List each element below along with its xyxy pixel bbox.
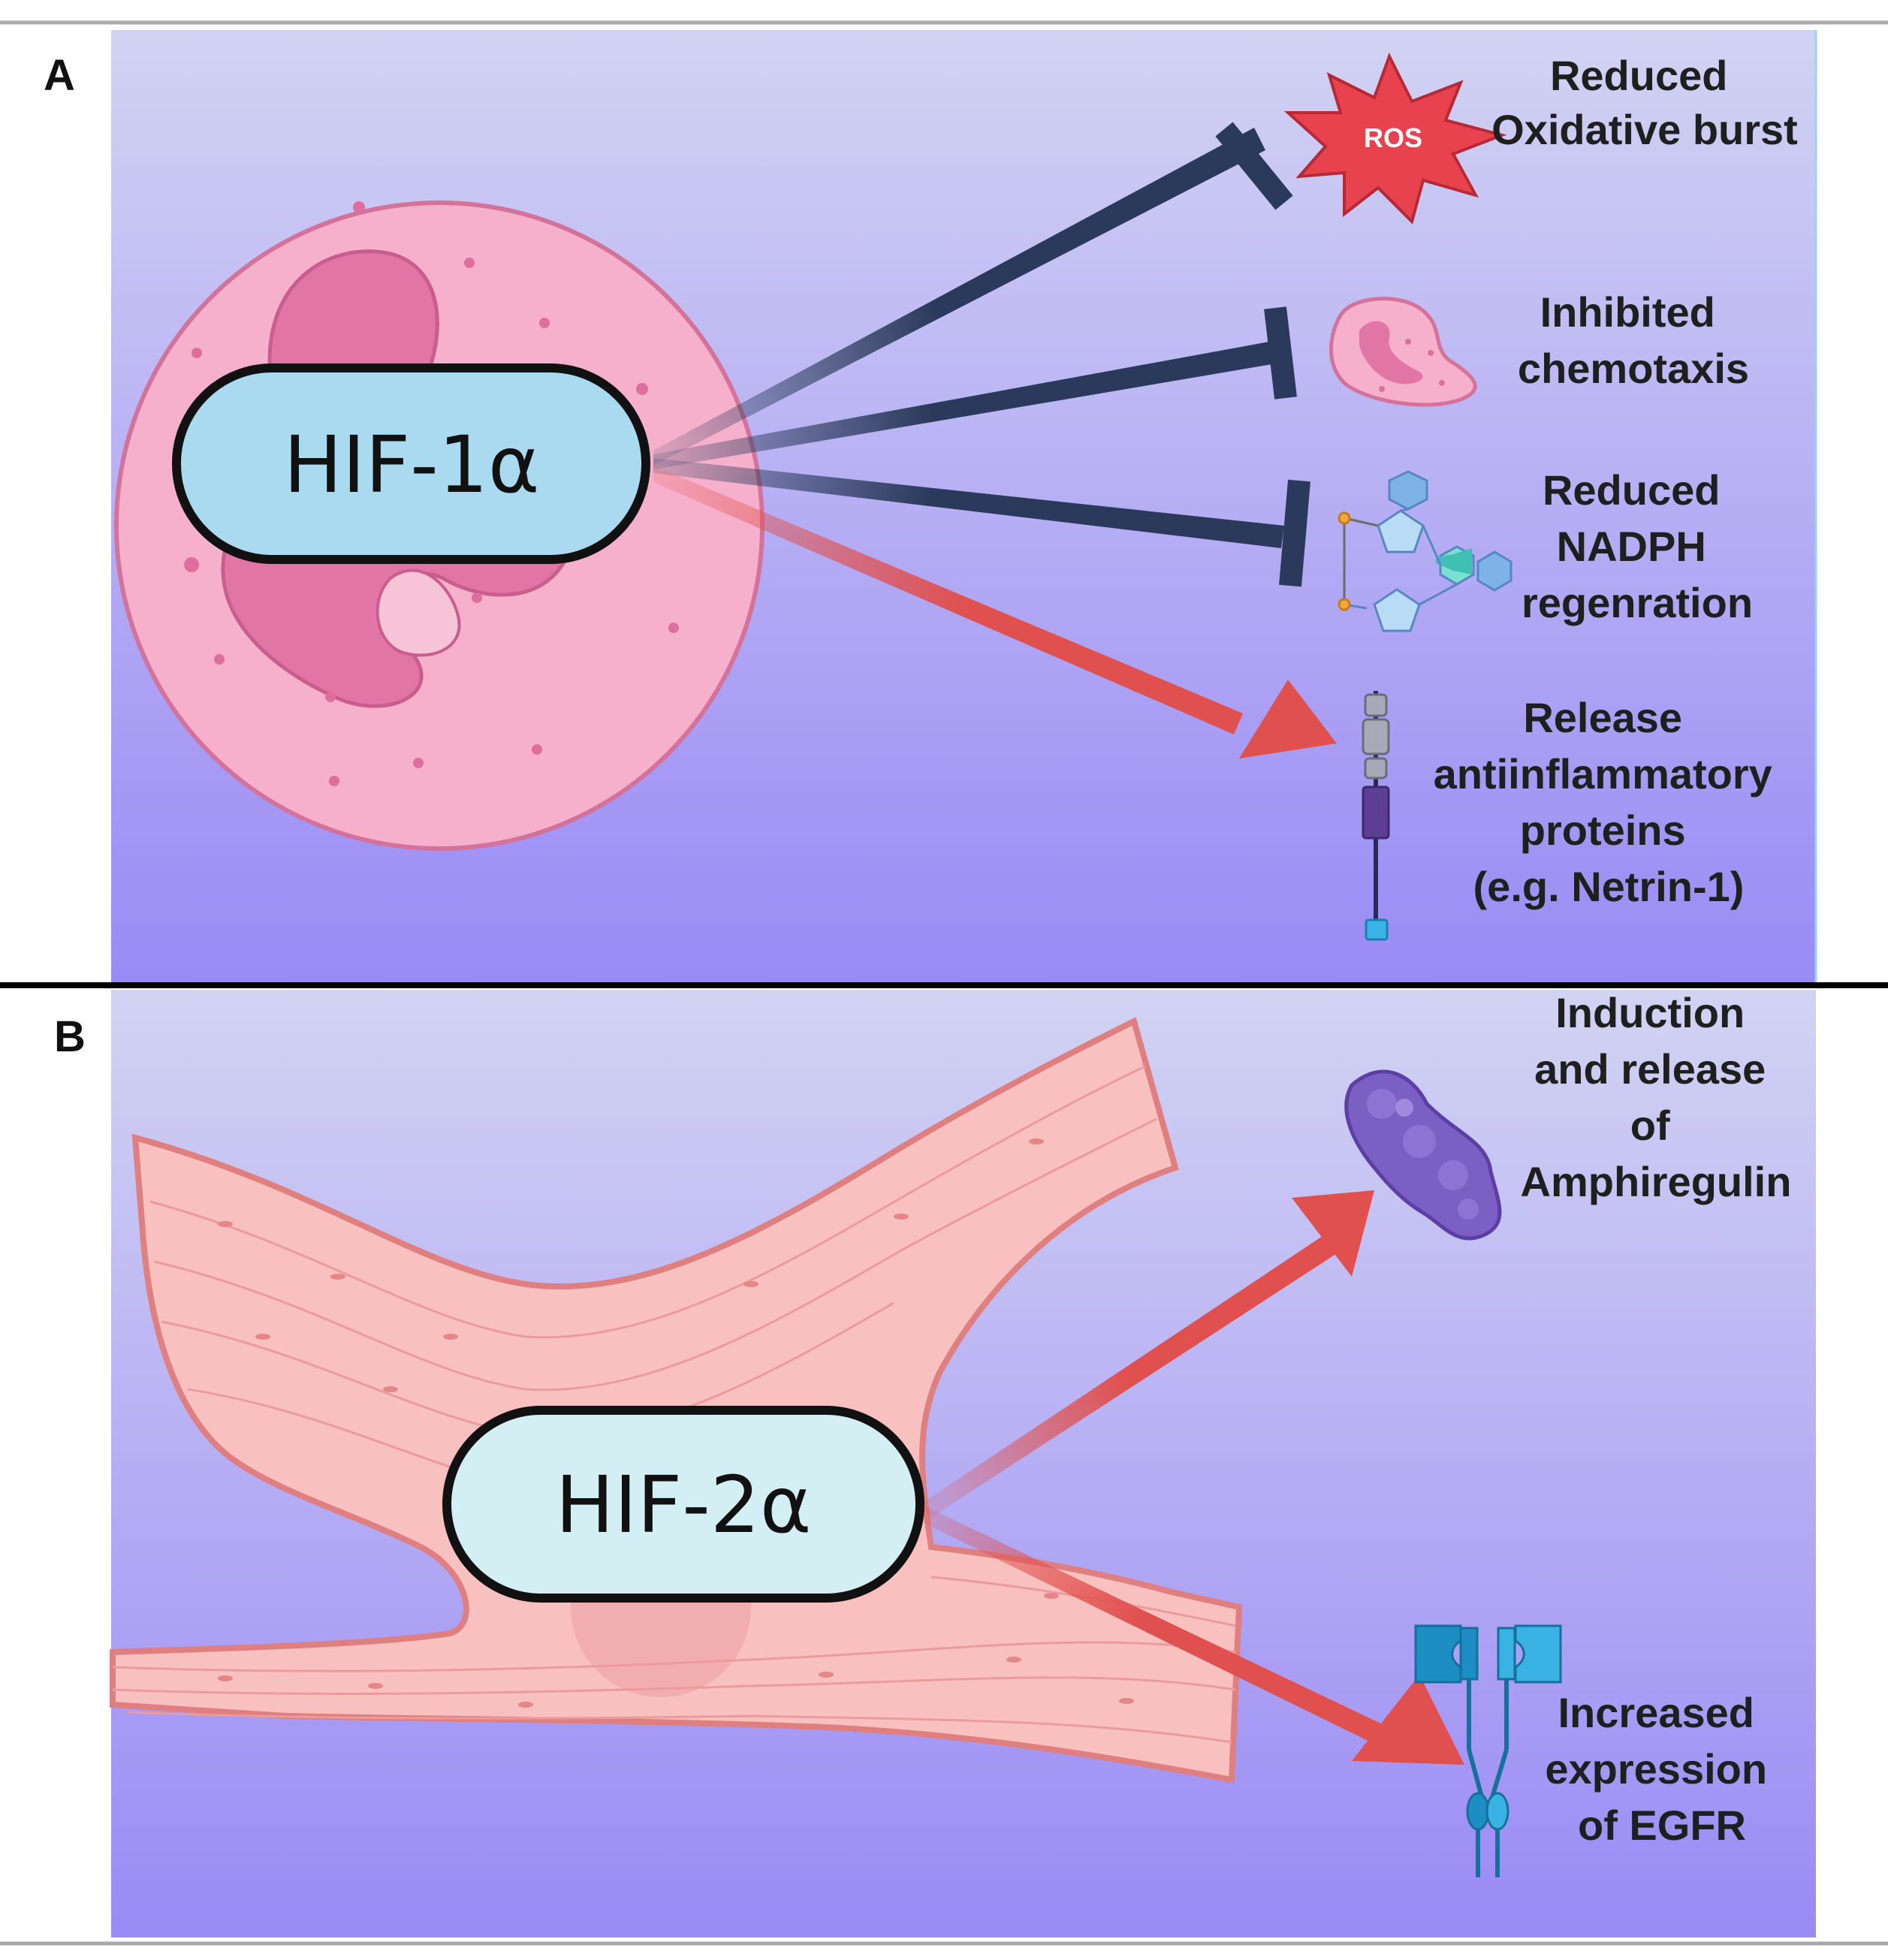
hif1a-pill: HIF-1α bbox=[172, 363, 650, 564]
ros-burst-icon: ROS bbox=[1283, 52, 1507, 225]
inhibit-arrow-nadph bbox=[653, 458, 1284, 548]
panel-a: A bbox=[44, 30, 1817, 984]
panel-b: B bbox=[54, 989, 1816, 1937]
effect-egfr: Increased expression of EGFR bbox=[1545, 1689, 1778, 1849]
inhibit-bar-nadph bbox=[1279, 479, 1310, 587]
activate-arrowhead-netrin bbox=[1239, 680, 1337, 758]
hif1a-label: HIF-1α bbox=[284, 419, 540, 511]
activate-arrow-amphiregulin bbox=[924, 1232, 1343, 1518]
amphiregulin-protein-icon bbox=[1344, 1069, 1502, 1241]
activate-arrow-netrin bbox=[653, 466, 1243, 734]
activate-arrowhead-amphiregulin bbox=[1292, 1190, 1374, 1277]
effect-chemotaxis: Inhibited chemotaxis bbox=[1518, 288, 1749, 392]
panel-a-letter: A bbox=[44, 51, 75, 100]
ros-label: ROS bbox=[1364, 122, 1422, 153]
nadph-molecule-icon bbox=[1338, 470, 1513, 632]
activate-arrowhead-egfr bbox=[1352, 1675, 1464, 1765]
panel-b-letter: B bbox=[54, 1012, 86, 1061]
effect-nadph: Reduced NADPH regenration bbox=[1522, 466, 1753, 626]
inhibit-arrow-oxidative bbox=[653, 128, 1265, 466]
effect-netrin: Release antiinflammatory proteins (e.g. … bbox=[1434, 694, 1784, 910]
inhibit-arrow-chemotaxis bbox=[653, 342, 1272, 469]
effect-amphiregulin: Induction and release of Amphiregulin bbox=[1521, 989, 1792, 1205]
netrin-protein-icon bbox=[1362, 691, 1390, 941]
hif2a-label: HIF-2α bbox=[556, 1459, 812, 1551]
effect-oxidative-burst: Reduced Oxidative burst bbox=[1491, 52, 1798, 153]
inhibit-bar-chemotaxis bbox=[1264, 306, 1297, 400]
migrating-neutrophil-icon bbox=[1329, 297, 1477, 407]
egfr-receptor-icon bbox=[1414, 1624, 1562, 1877]
activate-arrow-egfr bbox=[924, 1506, 1404, 1754]
inhibit-bar-oxidative bbox=[1215, 122, 1293, 210]
hif2a-pill: HIF-2α bbox=[442, 1406, 924, 1603]
